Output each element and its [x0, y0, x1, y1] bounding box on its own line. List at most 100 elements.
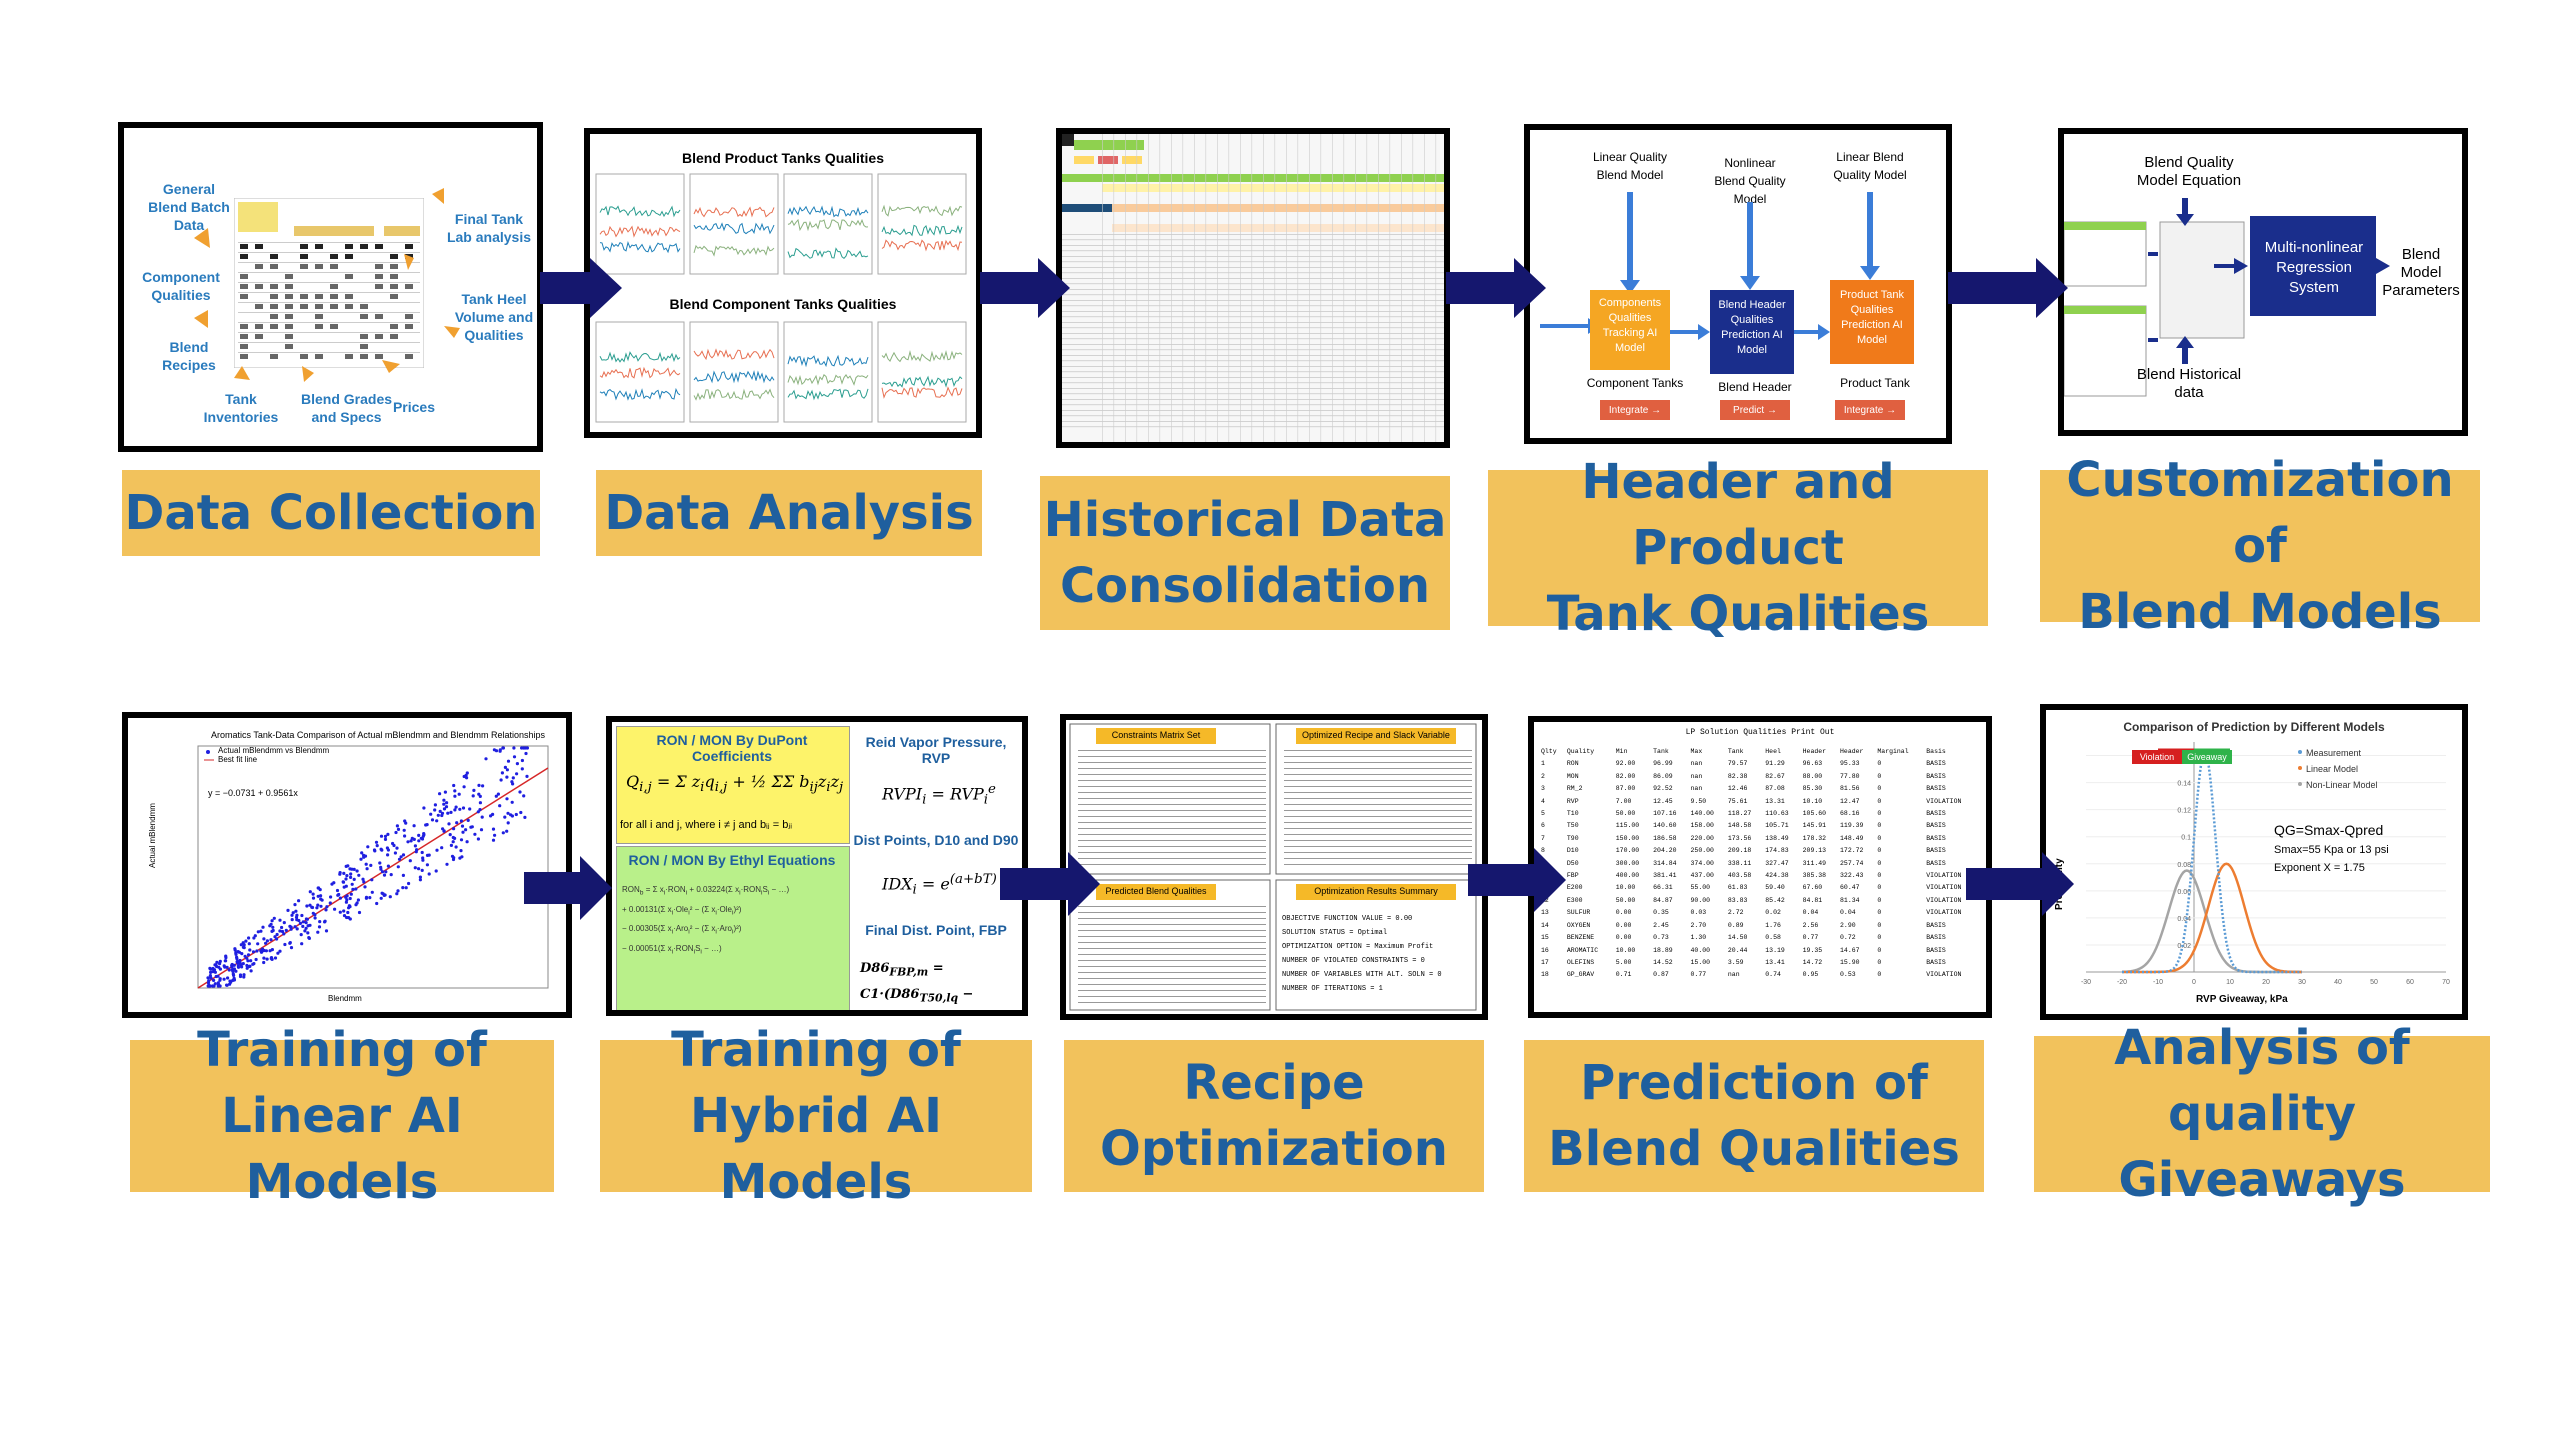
scatter-point: [303, 929, 307, 933]
scatter-point: [237, 950, 241, 954]
scatter-point: [444, 805, 449, 809]
rc-summary-line: OPTIMIZATION OPTION = Maximum Profit: [1282, 943, 1434, 951]
grid-cell: [405, 354, 413, 359]
scatter-point: [396, 889, 400, 893]
x-tick-label: -20: [2117, 979, 2127, 986]
rc-summary-line: NUMBER OF ITERATIONS = 1: [1282, 985, 1383, 993]
table-cell: 82.00: [1615, 772, 1636, 780]
scatter-point: [510, 800, 514, 804]
scatter-point: [319, 897, 323, 901]
grid-cell: [255, 334, 263, 339]
data-analysis-panel: Blend Product Tanks Qualities Blend Comp…: [584, 128, 982, 438]
dc-item-tank-inventories: Tank Inventories: [203, 391, 279, 425]
scatter-point: [245, 963, 249, 968]
arrow-8-9: [1468, 848, 1566, 912]
grid-line: [1062, 256, 1444, 257]
scatter-point: [350, 867, 354, 871]
scatter-point: [433, 803, 437, 807]
grid-line: [1205, 134, 1207, 442]
scatter-point: [252, 936, 256, 940]
grid-cell: [375, 244, 383, 249]
grid-line: [1062, 267, 1444, 268]
table-line: [1078, 798, 1266, 799]
table-line: [1078, 960, 1266, 961]
grid-cell: [240, 334, 248, 339]
x-tick-label: 0: [2192, 979, 2196, 986]
table-line: [1284, 864, 1472, 865]
legend-marker: [2298, 766, 2302, 770]
scatter-point: [290, 918, 294, 922]
gv-title: Comparison of Prediction by Different Mo…: [2123, 720, 2385, 734]
grid-cell: [285, 294, 293, 299]
scatter-point: [418, 875, 422, 879]
table-cell: 81.56: [1840, 785, 1860, 793]
scatter-point: [346, 910, 350, 915]
mini-plot-frame: [783, 173, 873, 275]
grid-line: [1182, 134, 1184, 442]
table-line: [1284, 804, 1472, 805]
scatter-point: [442, 798, 446, 802]
table-cell: 172.72: [1840, 847, 1864, 855]
lin-scatter-chart: [197, 745, 549, 989]
grid-cell: [270, 304, 278, 309]
mini-plot-line: [881, 224, 963, 237]
grid-cell: [255, 264, 263, 269]
scatter-point: [338, 910, 342, 914]
label-recipe-l2: Optimization: [1100, 1121, 1448, 1177]
table-cell: 250.00: [1690, 847, 1714, 855]
grid-line: [238, 332, 420, 333]
table-cell: 8: [1541, 847, 1545, 855]
table-cell: 5.00: [1615, 958, 1632, 966]
label-hybrid-ai-l2: Hybrid AI Models: [689, 1088, 943, 1210]
table-line: [1284, 834, 1472, 835]
table-line: [1078, 930, 1266, 931]
table-cell: 0: [1877, 760, 1882, 768]
scatter-point: [226, 976, 230, 980]
table-cell: 115.00: [1615, 822, 1640, 830]
scatter-point: [294, 909, 298, 913]
grid-cell: [240, 274, 248, 279]
grid-line: [238, 282, 420, 283]
scatter-point: [232, 963, 236, 967]
hy-eq-fbp: D86FBP,m = C1·(D86T50,lq − D86T50,lq) + …: [860, 961, 974, 1005]
table-cell: 14: [1541, 921, 1549, 929]
table-cell: 0: [1877, 785, 1882, 793]
table-cell: OXYGEN: [1566, 921, 1591, 929]
dc-item-grades-specs: Blend Grades and Specs: [300, 391, 393, 425]
grid-line: [1062, 300, 1444, 301]
scatter-point: [231, 969, 235, 973]
mini-plot-line: [599, 387, 681, 401]
grid-cell: [270, 254, 278, 259]
table-cell: BASIS: [1926, 822, 1946, 830]
label-data-analysis-l1: Data Analysis: [604, 485, 974, 541]
scatter-point: [407, 881, 411, 886]
scatter-point: [232, 967, 236, 971]
dc-orange-arrows: [194, 188, 460, 382]
scatter-point: [352, 867, 356, 871]
table-cell: 12.45: [1653, 797, 1673, 805]
grid-cell: [330, 304, 338, 309]
hp-model3: Linear Blend Quality Model: [1833, 150, 1907, 182]
grid-cell: [330, 254, 338, 259]
scatter-point: [393, 851, 397, 855]
grid-cell: [390, 274, 398, 279]
grid-line: [1062, 388, 1444, 389]
scatter-point: [379, 834, 384, 838]
scatter-point: [498, 748, 502, 752]
scatter-point: [360, 851, 364, 855]
hp-box2-label: Blend Header Qualities Prediction AI Mod…: [1718, 299, 1786, 356]
legend-marker: [2298, 782, 2302, 786]
table-cell: 424.38: [1765, 872, 1789, 880]
pr-header-cell: Quality: [1566, 748, 1595, 755]
scatter-point: [259, 949, 263, 953]
label-linear-ai-l1: Training of: [197, 1022, 487, 1078]
scatter-point: [208, 974, 212, 978]
table-cell: 105.71: [1765, 822, 1789, 830]
scatter-point: [465, 840, 469, 844]
cm-right-label: Blend Model Parameters: [2382, 246, 2460, 299]
grid-cell: [345, 274, 353, 279]
table-cell: 0: [1877, 896, 1882, 904]
table-cell: 7.00: [1615, 797, 1632, 805]
